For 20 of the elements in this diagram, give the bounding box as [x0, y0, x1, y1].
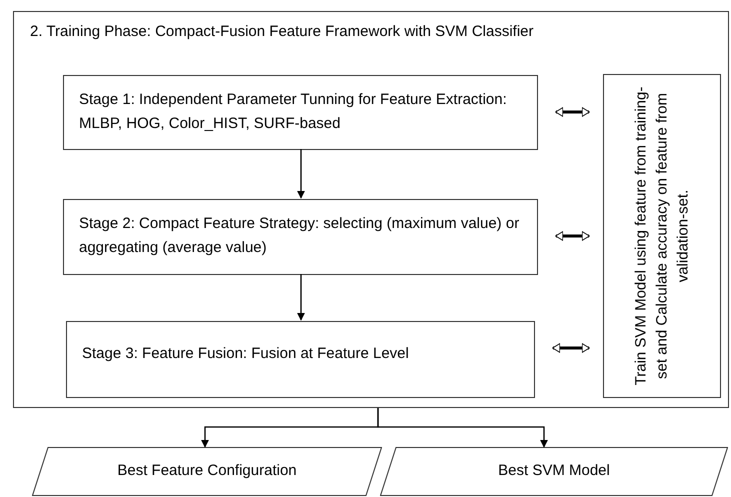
stage-box [63, 75, 538, 150]
output-label: Best Feature Configuration [117, 461, 297, 481]
stage-text: Stage 2: Compact Feature Strategy: selecting (maximum value) or aggregating (average value) [79, 214, 520, 258]
output-label: Best SVM Model [498, 461, 610, 481]
frame-title: 2. Training Phase: Compact-Fusion Feature Framework with SVM Classifier [30, 22, 534, 42]
phase-frame [13, 11, 729, 408]
output-parallelogram [32, 447, 382, 496]
arrow [297, 149, 305, 199]
arrow [297, 274, 305, 321]
stage-text: Stage 1: Independent Parameter Tunning for Feature Extraction: MLBP, HOG, Color_HIST, SURF-based [79, 90, 508, 134]
arrow [377, 408, 548, 448]
process-box [603, 74, 721, 398]
double-arrow [555, 107, 590, 117]
double-arrow [555, 231, 590, 241]
double-arrow [552, 343, 590, 353]
stage-box [66, 321, 535, 398]
stage-box [63, 199, 538, 275]
stage-text: Stage 3: Feature Fusion: Fusion at Feature Level [82, 344, 410, 364]
box-text: Train SVM Model using feature from training-set and Calculate accuracy on feature from validation-set. [632, 86, 692, 386]
output-parallelogram [380, 447, 728, 496]
